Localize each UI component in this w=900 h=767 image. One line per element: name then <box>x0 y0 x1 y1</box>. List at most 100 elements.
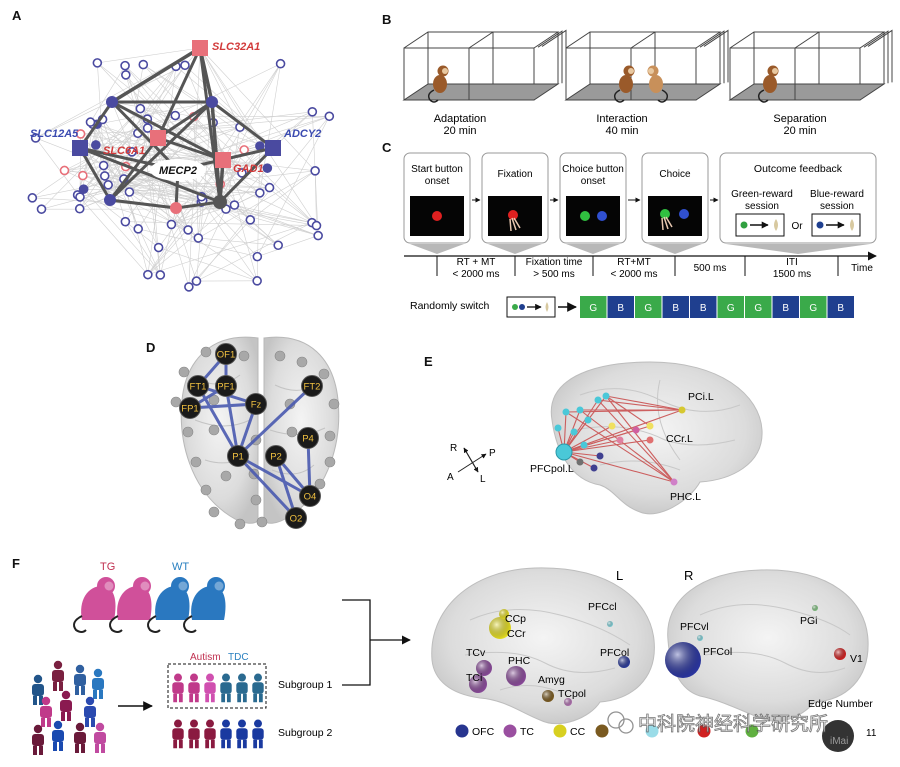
region-edge <box>579 409 675 483</box>
electrode-label: P1 <box>232 452 244 463</box>
network-node <box>120 60 130 71</box>
interval-3-a: RT+MT <box>617 257 650 268</box>
monkey-figure <box>73 577 116 633</box>
network-node <box>183 225 193 235</box>
node-core <box>170 202 182 214</box>
electrode-inactive <box>324 430 336 442</box>
node-core <box>106 96 118 108</box>
electrode-node <box>265 445 287 467</box>
region-edge <box>563 429 637 453</box>
session-letter: B <box>617 303 624 314</box>
network-node <box>92 58 103 68</box>
region-edge <box>563 439 651 453</box>
network-node <box>135 103 146 114</box>
session-block <box>717 296 744 318</box>
monkey-icon <box>613 65 635 103</box>
edge-number-label: Edge Number <box>808 698 873 710</box>
network-node <box>138 59 149 70</box>
node-core <box>213 195 227 209</box>
electrode-inactive <box>178 366 190 378</box>
network-node <box>255 141 265 151</box>
electrode-inactive <box>318 368 330 380</box>
network-node <box>74 203 85 214</box>
lbl-pfcol-l: PFCol <box>600 647 629 659</box>
network-node <box>91 140 101 150</box>
or-label: Or <box>791 221 803 232</box>
panel-label-d: D <box>146 340 155 355</box>
network-node <box>311 220 322 231</box>
subgroup2-people <box>172 719 264 749</box>
network-node <box>78 170 88 181</box>
switch-label: Randomly switch <box>410 300 490 312</box>
network-node <box>78 184 89 194</box>
fixation-label: Fixation <box>497 169 532 180</box>
interval-2-b: > 500 ms <box>533 269 574 280</box>
electrode-label: O4 <box>304 492 317 503</box>
lbl-tci: TCi <box>466 672 482 684</box>
screen-choice <box>648 196 702 236</box>
network-node <box>59 165 70 176</box>
session-letter: G <box>644 303 652 314</box>
region-edge <box>597 399 683 411</box>
node-slc6a1 <box>150 130 166 146</box>
node-core <box>206 96 218 108</box>
person-icon <box>252 673 264 703</box>
subgroup2-label: Subgroup 2 <box>278 727 332 739</box>
hub-node <box>555 443 573 461</box>
subgroup1-people <box>172 673 264 703</box>
session-letter: G <box>809 303 817 314</box>
electrode-inactive <box>286 426 298 438</box>
watermark: 中科院神经科学研究所 <box>607 711 828 735</box>
session-block <box>690 296 717 318</box>
interval-5-b: 1500 ms <box>773 269 811 280</box>
session-block <box>607 296 634 318</box>
lbl-v1: V1 <box>850 653 863 665</box>
session-letter: G <box>754 303 762 314</box>
session-letter: G <box>727 303 735 314</box>
region-node <box>554 424 562 432</box>
person-icon <box>40 696 52 727</box>
electrode-inactive <box>314 478 326 490</box>
session-block <box>580 296 607 318</box>
region-edge <box>605 395 651 427</box>
electrode-inactive <box>256 516 268 528</box>
node-slc12a5 <box>72 140 88 156</box>
panel-c-task: Start button onset Fixation Choice butto… <box>403 152 877 318</box>
network-node <box>36 204 47 214</box>
electrode-node <box>299 485 321 507</box>
legend-swatch <box>503 724 517 738</box>
network-node <box>75 192 85 202</box>
network-node <box>229 200 240 210</box>
timeline-funnels <box>410 244 870 254</box>
subgroup1-label: Subgroup 1 <box>278 679 332 691</box>
green-session-label-2: session <box>745 201 779 212</box>
session-letter: B <box>782 303 789 314</box>
region-edge <box>605 395 675 483</box>
electrode-inactive <box>200 346 212 358</box>
lbl-amyg: Amyg <box>538 674 565 686</box>
electrode-node <box>227 445 249 467</box>
stage-duration-interaction: 40 min <box>605 125 638 137</box>
lbl-pgi: PGi <box>800 615 818 627</box>
green-session-label-1: Green-reward <box>731 189 793 200</box>
left-brain-medial <box>431 567 655 725</box>
electrode-label: FT1 <box>190 382 207 393</box>
gene-label-gad1: GAD1 <box>233 163 264 175</box>
network-node <box>121 70 131 80</box>
person-icon <box>74 664 86 695</box>
tdc-label: TDC <box>228 652 249 663</box>
electrode-inactive <box>182 426 194 438</box>
electrode-node <box>297 427 319 449</box>
network-node <box>142 123 153 133</box>
electrode-node <box>301 375 323 397</box>
choice-label: Choice <box>659 169 691 180</box>
red-button <box>508 210 518 220</box>
tg-label: TG <box>100 561 115 573</box>
edge-size-circle <box>822 720 854 752</box>
timeline-ticks <box>436 256 839 276</box>
legend-swatch <box>595 724 609 738</box>
interval-3-b: < 2000 ms <box>611 269 658 280</box>
